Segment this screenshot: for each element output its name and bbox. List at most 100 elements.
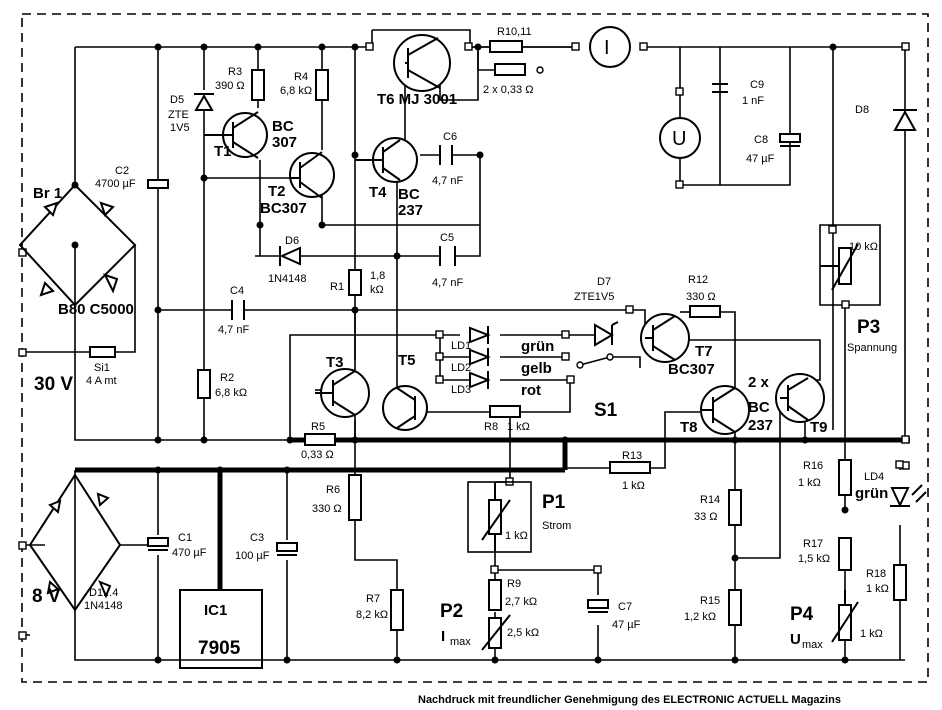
label-t9-name: T9: [810, 419, 828, 436]
label-d6-type: 1N4148: [268, 273, 307, 285]
label-r6-value: 330 Ω: [312, 503, 342, 515]
label-t1-type-a: BC: [272, 118, 294, 135]
label-t6-label: T6 MJ 3001: [377, 91, 457, 108]
label-r1-value-a: 1,8: [370, 270, 385, 282]
labels: Br 1 B80 C5000 Si1 4 A mt 30 V 8 V D1...…: [32, 26, 897, 706]
label-r13-name: R13: [622, 450, 642, 462]
label-r12-value: 330 Ω: [686, 291, 716, 303]
label-c9-value: 1 nF: [742, 95, 764, 107]
label-t4-name: T4: [369, 184, 387, 201]
label-t1-type-b: 307: [272, 134, 297, 151]
label-r3-name: R3: [228, 66, 242, 78]
label-r5-name: R5: [311, 421, 325, 433]
capacitor-c7: [587, 599, 609, 613]
resistor-r6: [348, 474, 362, 521]
capacitor-c5: [439, 246, 456, 266]
label-c3-name: C3: [250, 532, 264, 544]
capacitor-c9: [712, 83, 728, 93]
label-ic1-name: IC1: [204, 602, 227, 619]
ammeter: [589, 26, 631, 68]
label-d7-type: ZTE1V5: [574, 291, 614, 303]
transistor-t5: [382, 385, 428, 431]
label-r12-name: R12: [688, 274, 708, 286]
label-r9-name: R9: [507, 578, 521, 590]
diode-d8: [893, 109, 917, 131]
label-r17-value: 1,5 kΩ: [798, 553, 830, 565]
transistor-t7: [640, 313, 690, 363]
resistor-r3: [251, 69, 265, 101]
led-ld2: [469, 348, 491, 366]
label-p3-name: P3: [857, 317, 880, 338]
label-r14-name: R14: [700, 494, 720, 506]
ammeter-label: I: [604, 37, 610, 59]
led-ld4: [890, 484, 927, 508]
board-outline: [21, 13, 929, 683]
label-ld2-color: gelb: [521, 360, 552, 377]
label-r4-name: R4: [294, 71, 308, 83]
label-p4-name: P4: [790, 604, 814, 625]
resistor-r17: [838, 537, 852, 571]
zener-d7: [594, 321, 619, 347]
label-ld2-name: LD2: [451, 362, 471, 374]
bridge-rectifier-br1: [18, 183, 137, 307]
label-d5-name: D5: [170, 94, 184, 106]
label-c8-name: C8: [754, 134, 768, 146]
capacitor-c8: [779, 133, 801, 147]
voltmeter-label: U: [672, 128, 686, 150]
label-ld1-color: grün: [521, 338, 554, 355]
zener-d5: [194, 93, 214, 111]
label-r5-value: 0,33 Ω: [301, 449, 334, 461]
label-p3-label: Spannung: [847, 342, 897, 354]
label-ld4-color: grün: [855, 485, 888, 502]
label-r13-value: 1 kΩ: [622, 480, 645, 492]
label-t2-name: T2: [268, 183, 286, 200]
label-d1-4-type: 1N4148: [84, 600, 123, 612]
label-30v: 30 V: [34, 374, 73, 395]
potentiometer-p3: [820, 243, 859, 291]
label-t7-name: T7: [695, 343, 713, 360]
label-d5-value: 1V5: [170, 122, 190, 134]
label-r1-value-b: kΩ: [370, 284, 384, 296]
label-d5-type: ZTE: [168, 109, 189, 121]
resistor-r14: [728, 489, 742, 526]
label-r8-name: R8: [484, 421, 498, 433]
label-r18-value: 1 kΩ: [866, 583, 889, 595]
label-c7-value: 47 µF: [612, 619, 641, 631]
label-r7-name: R7: [366, 593, 380, 605]
resistor-r8: [489, 405, 521, 418]
label-t2-type: BC307: [260, 200, 307, 217]
label-p1-value: 1 kΩ: [505, 530, 528, 542]
label-r9-value: 2,7 kΩ: [505, 596, 537, 608]
resistor-r11: [494, 63, 526, 76]
transistor-t1: [204, 111, 268, 159]
label-c5-value: 4,7 nF: [432, 277, 463, 289]
capacitor-c1: [147, 537, 169, 551]
label-c6-value: 4,7 nF: [432, 175, 463, 187]
label-c9-name: C9: [750, 79, 764, 91]
led-ld1: [469, 326, 491, 344]
label-p2-label: I: [441, 628, 445, 645]
label-br1: Br 1: [33, 185, 62, 202]
label-t4-type-b: 237: [398, 202, 423, 219]
label-r14-value: 33 Ω: [694, 511, 718, 523]
label-d7-name: D7: [597, 276, 611, 288]
resistor-r5: [304, 433, 336, 446]
transistor-t2: [289, 151, 335, 199]
label-8v: 8 V: [32, 586, 61, 607]
resistor-r16: [838, 459, 852, 496]
label-d6-name: D6: [285, 235, 299, 247]
label-c7-name: C7: [618, 601, 632, 613]
label-p2-sub: max: [450, 636, 471, 648]
resistor-r10: [489, 40, 523, 53]
voltmeter: [659, 117, 701, 159]
label-p2-value: 2,5 kΩ: [507, 627, 539, 639]
label-t7-type: BC307: [668, 361, 715, 378]
label-t89-count: 2 x: [748, 374, 770, 391]
label-c2-name: C2: [115, 165, 129, 177]
label-s1-name: S1: [594, 400, 618, 421]
label-c2-value: 4700 µF: [95, 178, 136, 190]
diode-d6: [279, 246, 301, 266]
label-r1-name: R1: [330, 281, 344, 293]
